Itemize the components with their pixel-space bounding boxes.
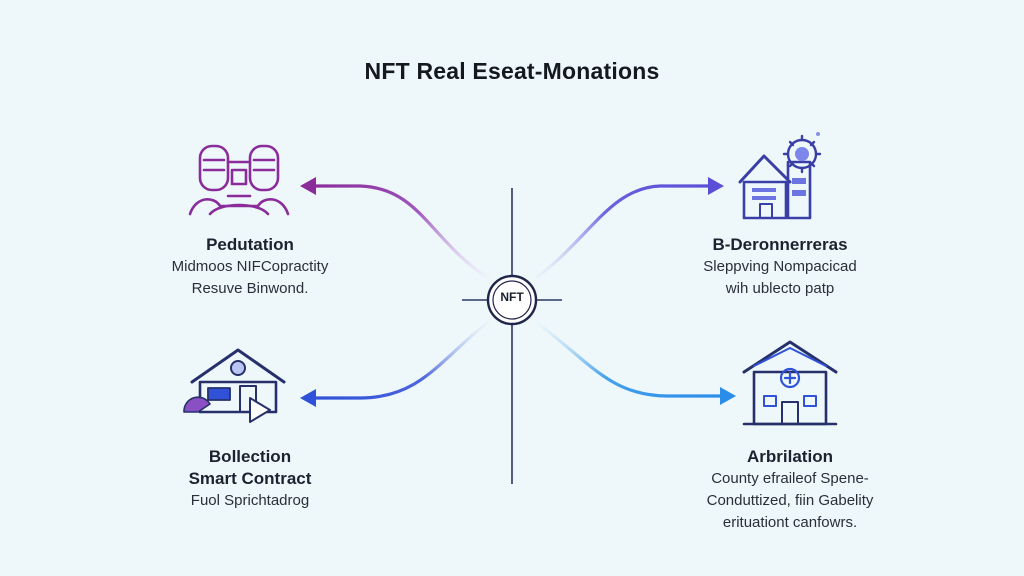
node-heading-secondary: Smart Contract	[188, 469, 312, 488]
node-description-line: Sleppving Nompacicad	[703, 258, 857, 275]
node-description-line: Midmoos NIFCopractity	[171, 258, 329, 275]
node-description-line: Fuol Sprichtadrog	[190, 492, 310, 509]
node-description-line: wih ublecto patp	[725, 280, 835, 297]
arrowhead-bottom-left	[300, 389, 316, 407]
node-bottom-right: Arbrilation County efraileof Spene- Cond…	[660, 446, 920, 534]
house-chart-icon	[183, 348, 286, 423]
node-top-right: B-Deronnerreras Sleppving Nompacicad wih…	[660, 234, 900, 300]
arrowhead-bottom-right	[720, 387, 736, 405]
node-heading: B-Deronnerreras	[712, 235, 848, 254]
node-heading: Arbrilation	[747, 447, 833, 466]
connector-top-left	[310, 184, 490, 280]
arrowhead-top-right	[708, 177, 724, 195]
house-plus-icon	[742, 340, 838, 426]
masks-icon	[188, 144, 290, 216]
hub-cross	[462, 188, 562, 484]
connector-top-right	[534, 184, 714, 280]
node-bottom-left: Bollection Smart Contract Fuol Sprichtad…	[130, 446, 370, 512]
hub-label: NFT	[500, 290, 524, 304]
node-description-line: Resuve Binwond.	[191, 280, 309, 297]
house-gear-icon	[738, 132, 822, 220]
hub-node	[486, 274, 538, 326]
node-description-line: Conduttized, fiin Gabelity	[706, 492, 874, 509]
node-description-line: erituationt canfowrs.	[722, 514, 858, 531]
node-heading: Pedutation	[206, 235, 294, 254]
connector-bottom-left	[310, 320, 490, 400]
node-description-line: County efraileof Spene-	[711, 470, 869, 487]
node-heading: Bollection	[208, 447, 292, 466]
diagram-title: NFT Real Eseat-Monations	[364, 58, 660, 84]
arrowheads	[300, 177, 736, 407]
connectors	[310, 184, 724, 400]
connector-bottom-right	[534, 320, 724, 398]
node-top-left: Pedutation Midmoos NIFCopractity Resuve …	[130, 234, 370, 300]
arrowhead-top-left	[300, 177, 316, 195]
